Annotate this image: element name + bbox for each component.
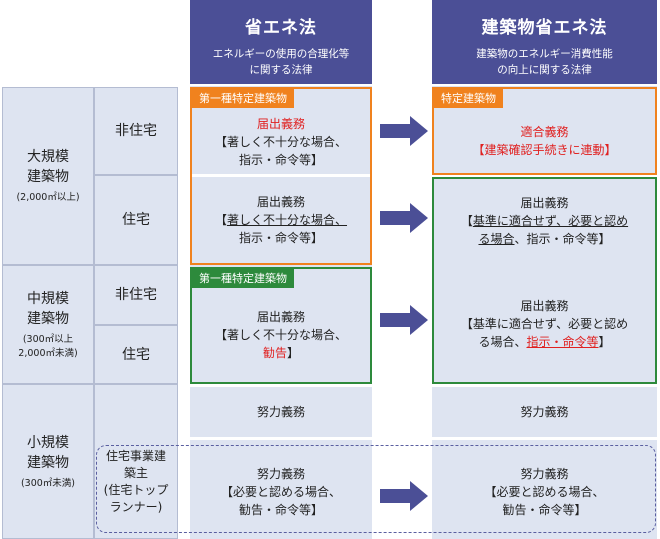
- category-large: 大規模 建築物 (2,000㎡以上): [2, 87, 94, 265]
- arrow-right-icon: [380, 305, 428, 335]
- sub-large-nonres: 非住宅: [94, 87, 178, 175]
- top-runner-dashed-region: [96, 445, 656, 533]
- cell-large-res-left: 届出義務 【著しく不十分な場合、 指示・命令等】: [192, 177, 370, 263]
- divider: [432, 175, 657, 178]
- header-title: 省エネ法: [245, 18, 317, 38]
- tag-specified: 特定建築物: [434, 89, 503, 108]
- arrow-right-icon: [380, 481, 428, 511]
- divider: [192, 174, 370, 177]
- arrow-right-icon: [380, 116, 428, 146]
- divider: [432, 437, 657, 440]
- specified-box-large-nonres: 特定建築物: [432, 87, 657, 175]
- arrow-right-icon: [380, 203, 428, 233]
- tag-first-class-specified: 第一種特定建築物: [192, 89, 294, 108]
- cell-large-res-right: 届出義務 【基準に適合せず、必要と認め る場合、指示・命令等】: [434, 179, 655, 263]
- tag-first-class-specified: 第一種特定建築物: [192, 269, 294, 288]
- cell-small-right-top: 努力義務: [432, 387, 657, 437]
- cell-medium-left: 届出義務 【著しく不十分な場合、 勧告】: [192, 290, 370, 380]
- cell-large-nonres-right: 適合義務 【建築確認手続きに連動】: [434, 108, 655, 173]
- category-small: 小規模 建築物 (300㎡未満): [2, 384, 94, 539]
- first-class-specified-box-medium: 第一種特定建築物: [190, 267, 372, 384]
- header-subtitle: 建築物のエネルギー消費性能 の向上に関する法律: [476, 48, 613, 76]
- green-box-right: [432, 177, 657, 384]
- first-class-specified-box-large: 第一種特定建築物: [190, 87, 372, 265]
- cell-small-left-top: 努力義務: [190, 387, 372, 437]
- cell-medium-right: 届出義務 【基準に適合せず、必要と認め る場合、指示・命令等】: [434, 268, 655, 380]
- header-subtitle: エネルギーの使用の合理化等 に関する法律: [212, 48, 350, 76]
- sub-small-top-runner: 住宅事業建 築主 (住宅トップ ランナー): [94, 384, 178, 539]
- cell-large-nonres-left: 届出義務 【著しく不十分な場合、 指示・命令等】: [192, 110, 370, 174]
- divider: [432, 384, 657, 387]
- category-medium: 中規模 建築物 (300㎡以上 2,000㎡未満): [2, 265, 94, 384]
- sub-medium-nonres: 非住宅: [94, 265, 178, 325]
- header-sho-ene-ho: 省エネ法 エネルギーの使用の合理化等 に関する法律: [190, 0, 372, 84]
- divider: [190, 384, 372, 387]
- sub-medium-res: 住宅: [94, 325, 178, 384]
- divider: [190, 437, 372, 440]
- header-kenchikubutsu-sho-ene-ho: 建築物省エネ法 建築物のエネルギー消費性能 の向上に関する法律: [432, 0, 657, 84]
- cell-small-left-bottom: 努力義務 【必要と認める場合、 勧告・命令等】: [190, 452, 372, 532]
- cell-small-right-bottom: 努力義務 【必要と認める場合、 勧告・命令等】: [432, 452, 657, 532]
- sub-large-res: 住宅: [94, 175, 178, 265]
- header-title: 建築物省エネ法: [481, 18, 608, 38]
